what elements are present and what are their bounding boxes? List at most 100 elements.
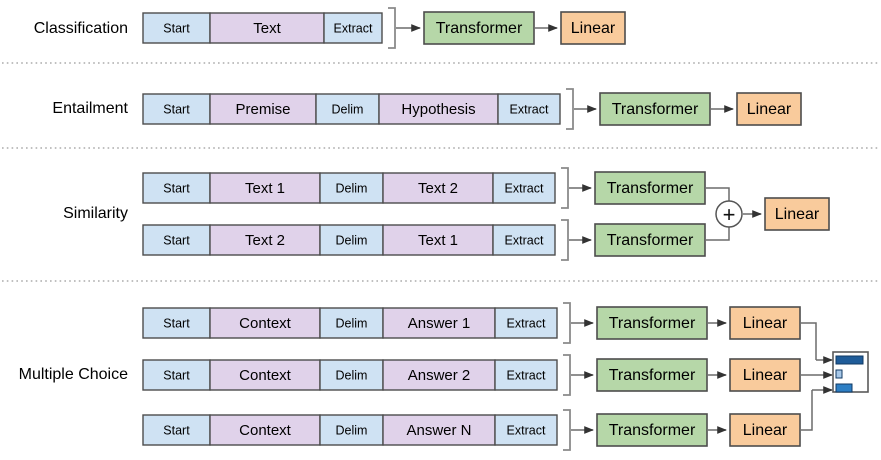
sum-operator-node: [715, 200, 743, 228]
token-delim: [319, 359, 384, 391]
token-answer-1: [382, 307, 496, 339]
token-extract-label: Extract: [507, 423, 546, 437]
task-label-entailment: Entailment: [52, 100, 128, 117]
token-premise-label: Premise: [235, 101, 290, 118]
token-start-label: Start: [163, 316, 190, 330]
linear-label-similarity: Linear: [775, 206, 820, 223]
token-extract-label: Extract: [507, 316, 546, 330]
token-delim-label: Delim: [336, 233, 368, 247]
linear-label: Linear: [747, 101, 792, 118]
transformer-label-c: Transformer: [609, 422, 696, 439]
token-text-2-label: Text 2: [418, 180, 458, 197]
output-bar-3: [835, 383, 853, 393]
token-text-2-label: Text 2: [245, 232, 285, 249]
token-context: [209, 307, 321, 339]
linear-label-b: Linear: [743, 367, 788, 384]
token-answer-2: [382, 359, 496, 391]
token-delim-label: Delim: [336, 181, 368, 195]
token-context: [209, 414, 321, 446]
output-bar-1: [835, 355, 864, 365]
task-label-multiple-choice: Multiple Choice: [19, 366, 128, 383]
token-context: [209, 359, 321, 391]
token-text-2: [382, 172, 494, 204]
token-context-label: Context: [239, 367, 292, 384]
wire-transformer-a-to-sum: [706, 187, 730, 201]
task-label-similarity: Similarity: [63, 205, 128, 222]
token-context-label: Context: [239, 315, 292, 332]
token-delim-label: Delim: [336, 316, 368, 330]
token-start-label: Start: [163, 423, 190, 437]
token-delim: [319, 172, 384, 204]
token-delim: [319, 224, 384, 256]
token-extract-label: Extract: [505, 181, 544, 195]
token-answer-n: [382, 414, 496, 446]
transformer-label: Transformer: [436, 20, 523, 37]
token-extract: [497, 93, 561, 125]
token-extract-label: Extract: [507, 368, 546, 382]
token-sequence-mc-a: Start Context Delim Answer 1 Extract: [142, 307, 558, 339]
transformer-block: [599, 92, 711, 126]
token-sequence-similarity-a: Start Text 1 Delim Text 2 Extract: [142, 172, 556, 204]
linear-block-c: [729, 413, 801, 447]
token-sequence-similarity-b: Start Text 2 Delim Text 1 Extract: [142, 224, 556, 256]
linear-block-b: [729, 358, 801, 392]
linear-label: Linear: [571, 20, 616, 37]
token-start-label: Start: [163, 181, 190, 195]
linear-label-c: Linear: [743, 422, 788, 439]
linear-block: [736, 92, 802, 126]
token-delim-label: Delim: [336, 368, 368, 382]
token-extract-label: Extract: [505, 233, 544, 247]
token-extract: [492, 172, 556, 204]
task-label-classification: Classification: [34, 20, 128, 37]
transformer-block-b: [594, 223, 706, 257]
token-start-label: Start: [163, 233, 190, 247]
linear-label-a: Linear: [743, 315, 788, 332]
token-start: [142, 93, 211, 125]
group-bracket-a: [561, 167, 569, 209]
token-extract-label: Extract: [510, 102, 549, 116]
token-delim: [319, 414, 384, 446]
linear-block-similarity: [764, 197, 830, 231]
token-extract: [494, 359, 558, 391]
wire-transformer-b-to-sum: [706, 227, 730, 241]
linear-block-a: [729, 306, 801, 340]
plus-icon: +: [723, 202, 736, 227]
token-extract: [494, 414, 558, 446]
token-start: [142, 307, 211, 339]
token-delim-label: Delim: [336, 423, 368, 437]
group-bracket-b: [561, 219, 569, 261]
transformer-label-b: Transformer: [607, 232, 694, 249]
token-extract: [323, 12, 383, 44]
output-bar-2: [835, 369, 843, 379]
transformer-block: [423, 11, 535, 45]
group-bracket-a: [563, 302, 571, 344]
token-hypothesis: [378, 93, 499, 125]
token-text-2: [209, 224, 321, 256]
token-sequence-mc-c: Start Context Delim Answer N Extract: [142, 414, 558, 446]
token-text-label: Text: [253, 20, 281, 37]
token-extract: [494, 307, 558, 339]
output-distribution-chart: [832, 351, 869, 393]
token-sequence-entailment: Start Premise Delim Hypothesis Extract: [142, 93, 561, 125]
token-start-label: Start: [163, 368, 190, 382]
transformer-block-b: [596, 358, 708, 392]
transformer-block-c: [596, 413, 708, 447]
token-start-label: Start: [163, 21, 190, 35]
token-delim-label: Delim: [332, 102, 364, 116]
token-text-1: [209, 172, 321, 204]
token-text-1: [382, 224, 494, 256]
token-start-label: Start: [163, 102, 190, 116]
transformer-label: Transformer: [612, 101, 699, 118]
linear-block: [560, 11, 626, 45]
token-extract-label: Extract: [334, 21, 373, 35]
transformer-label-b: Transformer: [609, 367, 696, 384]
token-answer-1-label: Answer 1: [408, 315, 471, 332]
token-text-1-label: Text 1: [245, 180, 285, 197]
token-text: [209, 12, 325, 44]
transformer-label-a: Transformer: [607, 180, 694, 197]
wire-linear-a-to-output: [801, 322, 817, 360]
group-bracket: [388, 7, 396, 49]
token-text-1-label: Text 1: [418, 232, 458, 249]
